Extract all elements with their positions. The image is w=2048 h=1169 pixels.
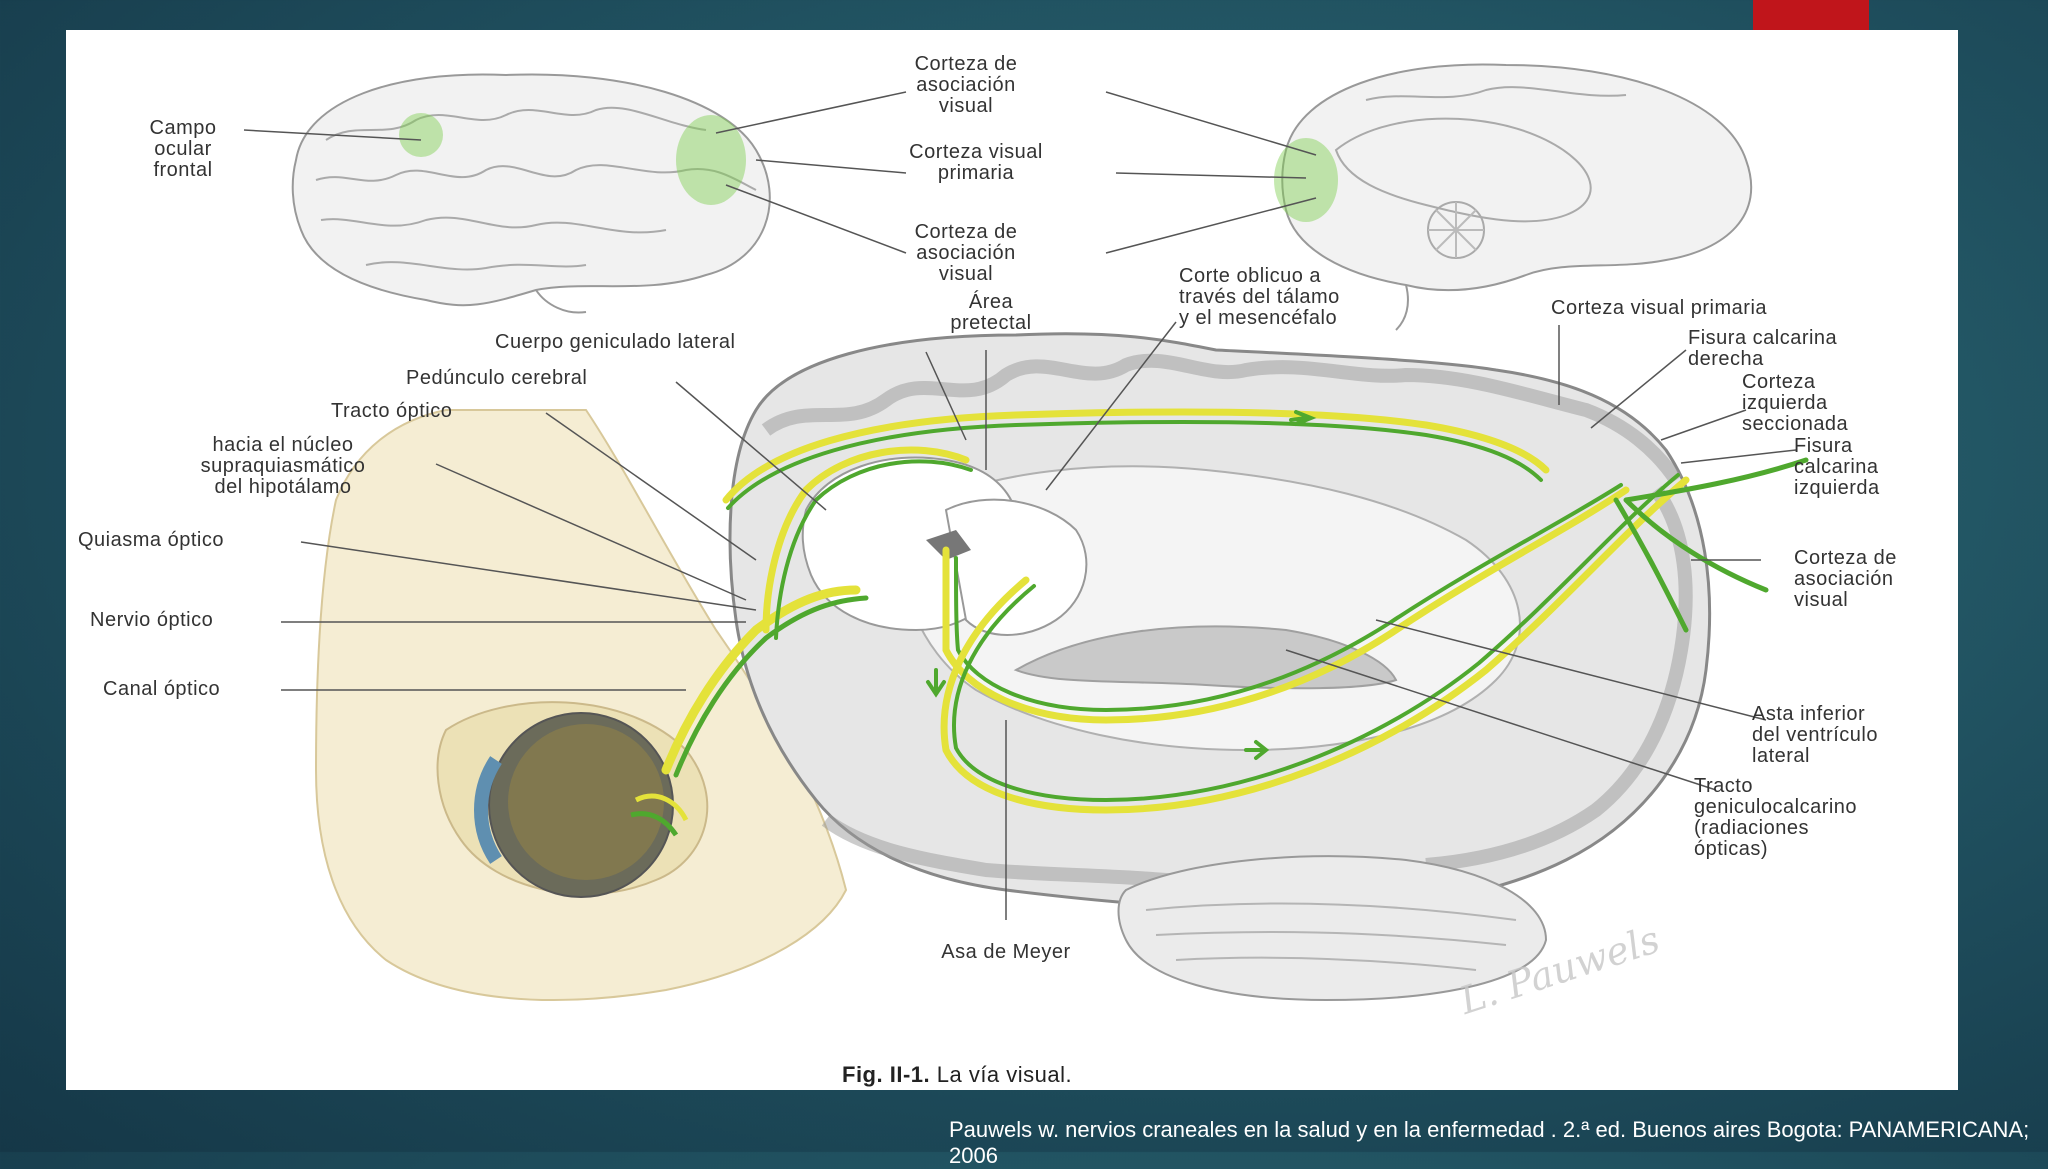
label-campo-ocular-frontal: Campo ocular frontal: [149, 117, 217, 181]
leader-lines: [243, 91, 1797, 920]
lateral-brain-drawing: [291, 73, 771, 314]
label-asta-inferior-ventriculo: Asta inferior del ventrículo lateral: [1752, 703, 1878, 767]
label-asa-de-meyer: Asa de Meyer: [941, 941, 1071, 963]
medial-brain-drawing: [1274, 63, 1753, 331]
label-tracto-optico: Tracto óptico: [331, 400, 453, 422]
citation-text: Pauwels w. nervios craneales en la salud…: [949, 1117, 2030, 1168]
label-corteza-asociacion-visual-mid: Corteza de asociación visual: [914, 221, 1018, 285]
label-cuerpo-geniculado-lateral: Cuerpo geniculado lateral: [495, 331, 736, 353]
label-tracto-geniculocalcarino: Tracto geniculocalcarino (radiaciones óp…: [1694, 775, 1858, 860]
label-fisura-calcarina-derecha: Fisura calcarina derecha: [1688, 327, 1838, 370]
label-hacia-nucleo-supraquiasmatico: hacia el núcleo supraquiasmático del hip…: [200, 434, 366, 498]
label-quiasma-optico: Quiasma óptico: [78, 529, 224, 551]
caption-text: La vía visual.: [930, 1062, 1073, 1087]
label-corteza-visual-primaria-right: Corteza visual primaria: [1551, 297, 1768, 319]
label-corteza-asociacion-visual-top: Corteza de asociación visual: [914, 53, 1018, 117]
label-corteza-izquierda-seccionada: Corteza izquierda seccionada: [1742, 371, 1849, 435]
optic-pathway: [661, 408, 1809, 814]
figure-caption: Fig. II-1. La vía visual.: [842, 1062, 1072, 1088]
figure-panel: Campo ocular frontal Corteza de asociaci…: [66, 30, 1958, 1090]
visual-pathway-illustration: [243, 63, 1809, 1002]
label-fisura-calcarina-izquierda: Fisura calcarina izquierda: [1794, 435, 1880, 499]
label-canal-optico: Canal óptico: [103, 678, 221, 700]
brain-dissection-drawing: [314, 332, 1712, 1002]
label-pedunculo-cerebral: Pedúnculo cerebral: [406, 367, 588, 389]
label-corte-oblicuo: Corte oblicuo a través del tálamo y el m…: [1179, 265, 1340, 329]
label-nervio-optico: Nervio óptico: [90, 609, 214, 631]
label-area-pretectal: Área pretectal: [950, 291, 1032, 334]
label-corteza-visual-primaria-top: Corteza visual primaria: [909, 141, 1043, 184]
eye-drawing: [474, 712, 689, 898]
accent-tab: [1753, 0, 1869, 30]
caption-prefix: Fig. II-1.: [842, 1062, 931, 1087]
label-corteza-asociacion-visual-right: Corteza de asociación visual: [1794, 547, 1897, 611]
